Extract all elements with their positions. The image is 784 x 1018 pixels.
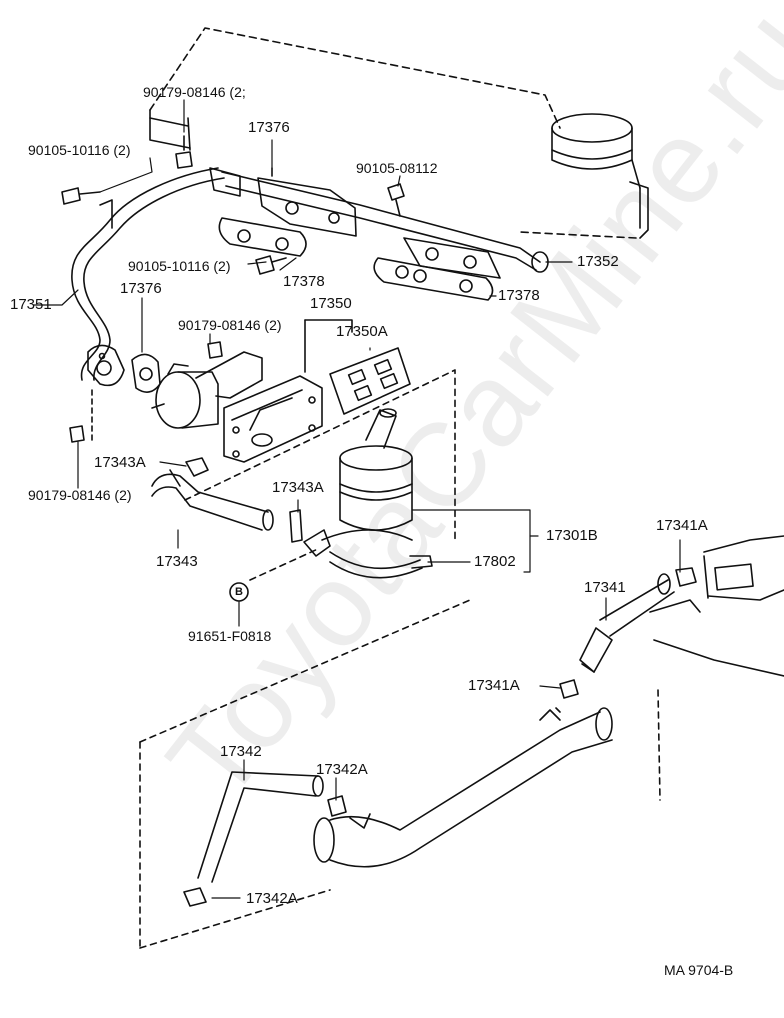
leader-17350-bracket xyxy=(304,319,353,333)
leader-lines xyxy=(33,99,681,899)
clip-17341A-top xyxy=(675,567,697,587)
label-90179-08146-bottom: 90179-08146 (2) xyxy=(28,487,132,503)
bracket-17352 xyxy=(403,237,501,279)
gasket-17350A xyxy=(329,347,411,415)
label-17350: 17350 xyxy=(310,295,352,312)
clip-17343A-left xyxy=(185,457,209,477)
gasket-17378-left xyxy=(218,217,307,257)
circle-b-marker xyxy=(229,582,249,602)
diagram-reference-code: MA 9704-B xyxy=(664,962,734,978)
pipe-17352 xyxy=(209,167,549,273)
clamp-17802 xyxy=(303,529,433,579)
label-17341: 17341 xyxy=(584,579,626,596)
label-17301B: 17301B xyxy=(546,527,598,544)
label-17343A-mid: 17343A xyxy=(272,479,324,496)
label-17341A-top: 17341A xyxy=(656,517,708,534)
gasket-17376-mid xyxy=(131,353,161,393)
bolt-90105-10116-top xyxy=(61,187,101,205)
label-90105-08112: 90105-08112 xyxy=(356,160,438,176)
label-17378-left: 17378 xyxy=(283,273,325,290)
label-17343: 17343 xyxy=(156,553,198,570)
label-90179-08146-mid: 90179-08146 (2) xyxy=(178,317,282,333)
gasket-pipe-end xyxy=(87,344,125,387)
valve-17350 xyxy=(151,351,323,463)
label-17351: 17351 xyxy=(10,296,52,313)
label-91651-F0818: 91651-F0818 xyxy=(188,628,272,644)
lower-dashed-box xyxy=(139,599,471,949)
label-17341A-mid: 17341A xyxy=(468,677,520,694)
label-90105-10116-mid: 90105-10116 (2) xyxy=(128,258,231,274)
bracket-17376-top xyxy=(257,167,357,237)
label-17343A-left: 17343A xyxy=(94,454,146,471)
label-17802: 17802 xyxy=(474,553,516,570)
label-17342: 17342 xyxy=(220,743,262,760)
engine-part-right xyxy=(649,535,784,801)
hose-17342 xyxy=(197,771,324,883)
intake-duct xyxy=(313,707,613,868)
label-17342A-mid: 17342A xyxy=(316,761,368,778)
nut-90179-08146-bottom xyxy=(69,425,85,443)
label-17378-right: 17378 xyxy=(498,287,540,304)
gasket-17378-right xyxy=(373,257,494,301)
clip-17341A-mid xyxy=(559,679,579,699)
nut-90179-08146-mid xyxy=(207,341,223,359)
engine-cover-outline xyxy=(149,27,649,239)
bolt-90105-10116-mid xyxy=(255,255,287,275)
dashed-assembly-box xyxy=(184,369,456,581)
filter-17301B xyxy=(339,408,413,531)
label-90105-10116-top: 90105-10116 (2) xyxy=(28,142,131,158)
nut-90179-08146-top xyxy=(175,135,193,169)
label-17342A-bottom: 17342A xyxy=(246,890,298,907)
hose-17343 xyxy=(151,469,274,531)
pipe-17351 xyxy=(71,167,225,381)
hose-17341 xyxy=(579,573,675,673)
clip-17343A-mid xyxy=(289,509,303,543)
label-17352: 17352 xyxy=(577,253,619,270)
label-17350A: 17350A xyxy=(336,323,388,340)
label-17376-mid: 17376 xyxy=(120,280,162,297)
bolt-90105-08112 xyxy=(387,183,405,217)
clip-17342A-mid xyxy=(327,795,347,817)
clip-17342A-bottom xyxy=(183,887,207,907)
circle-b-label: B xyxy=(235,586,243,598)
label-90179-08146-top: 90179-08146 (2; xyxy=(143,84,246,100)
label-17376-top: 17376 xyxy=(248,119,290,136)
